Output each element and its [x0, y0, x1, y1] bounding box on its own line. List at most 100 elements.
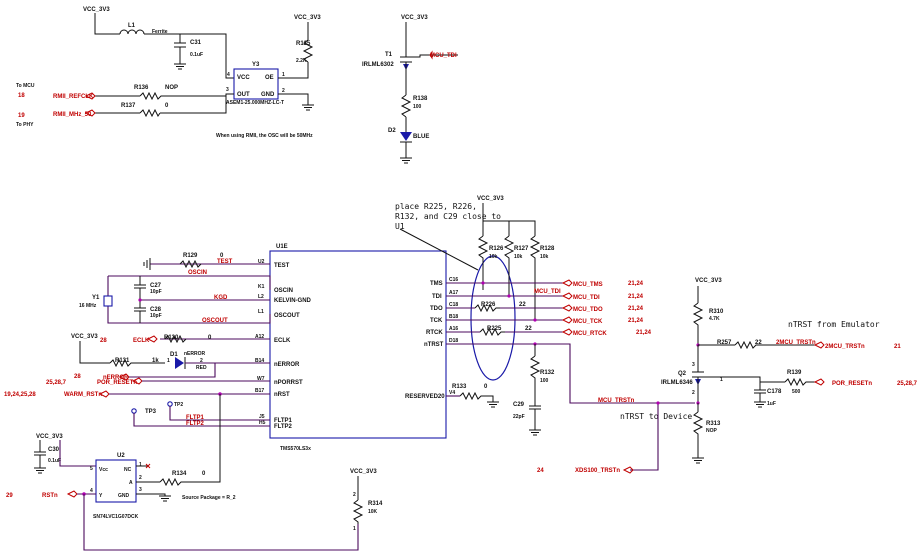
r127-ref: R127: [514, 246, 529, 252]
u1-pin-u2: U2: [258, 259, 265, 265]
c178-value: 1uF: [767, 401, 776, 407]
net-por-resetn-trst: POR_RESETn: [832, 381, 872, 387]
net-nerror: nERROR: [103, 375, 129, 381]
label-ntrst-from-emulator: nTRST from Emulator: [788, 320, 880, 329]
t1-ref: T1: [385, 52, 393, 58]
u2-pin-y: Y: [99, 493, 103, 499]
tp2-testpoint: [167, 401, 173, 407]
u1-pin-rtck: RTCK: [426, 330, 443, 336]
u1-pin-tdi: TDI: [432, 294, 442, 300]
r257-value: 22: [755, 340, 762, 346]
y3-pin2: 2: [282, 88, 285, 94]
y1-crystal: [103, 295, 113, 307]
y3-ref: Y3: [252, 62, 260, 68]
r139-value: 500: [792, 389, 801, 395]
r313-value: NOP: [706, 428, 718, 434]
r132-ref: R132: [540, 370, 555, 376]
resistor-r136: [139, 91, 165, 101]
jtag-section: place R225, R226, R132, and C29 close to…: [395, 196, 880, 436]
net-mcu-tdo: MCU_TDO: [573, 307, 603, 313]
d1-value: RED: [196, 365, 207, 371]
u1-pin-b14: B14: [255, 358, 264, 364]
u1-pin-oscout: OSCOUT: [274, 313, 300, 319]
u1-pin-kelvin: KELVIN-GND: [274, 298, 312, 304]
r137-ref: R137: [121, 103, 136, 109]
u1-pin-eclk: ECLK: [274, 338, 291, 344]
placement-note-line1: place R225, R226,: [395, 202, 477, 211]
r314-pin2: 2: [353, 492, 356, 498]
trst-section: VCC_3V3 R310 4.7K R257 22 2MCU_TRSTn 2MC…: [537, 278, 918, 474]
u1-pin-w7: W7: [257, 376, 265, 382]
ref-tdi: 21,24: [628, 294, 644, 300]
u1-pin-b17: B17: [255, 388, 264, 394]
y3-pin1: 1: [282, 72, 285, 78]
u1-pin-l1: L1: [258, 309, 264, 315]
vcc-label-t1: VCC_3V3: [401, 15, 428, 21]
u1-pin-nerror: nERROR: [274, 362, 300, 368]
to-mcu-label: To MCU: [16, 83, 35, 89]
q2-ref: Q2: [678, 371, 687, 377]
tp2-ref: TP2: [174, 402, 183, 408]
r310-value: 4.7K: [709, 316, 720, 322]
ref-porrst: 25,28,7: [46, 380, 67, 386]
net-oscin: OSCIN: [188, 270, 207, 276]
c29-value: 22pF: [513, 414, 525, 420]
ref-18: 18: [18, 93, 25, 99]
u2-body: [95, 459, 137, 503]
net-warm-rstn: WARM_RSTn: [64, 392, 102, 398]
net-mcu-tdi-led: MCU_TDI: [430, 53, 457, 59]
oscillator-section: VCC_3V3 L1 Ferrite C31 0.1uF 4 Y3 VCC OE…: [16, 7, 321, 139]
r134-value: 0: [202, 471, 206, 477]
d2-ref: D2: [388, 128, 396, 134]
r129-value: 0: [220, 253, 224, 259]
net-fltp2: FLTP2: [186, 421, 205, 427]
placement-highlight-ellipse: [470, 255, 516, 381]
r225-ref: R225: [487, 326, 502, 332]
vcc-label-c30: VCC_3V3: [36, 434, 63, 440]
u1-pin-j5: J5: [259, 414, 265, 420]
r128-value: 10k: [540, 254, 549, 260]
r226-ref: R226: [481, 302, 496, 308]
ref-21: 21: [894, 344, 901, 350]
r310-ref: R310: [709, 309, 724, 315]
ref-rtck: 21,24: [636, 330, 652, 336]
r133-value: 0: [484, 384, 488, 390]
u2-p4: 4: [90, 488, 93, 494]
c27-value: 10pF: [150, 289, 162, 295]
ref-19: 19: [18, 113, 25, 119]
vcc-label-r310: VCC_3V3: [695, 278, 722, 284]
ref-warm: 19,24,25,28: [4, 392, 36, 398]
net-rstn: RSTn: [42, 493, 58, 499]
r313-ref: R313: [706, 421, 721, 427]
q2-pin2: 2: [692, 390, 695, 396]
ref-tms: 21,24: [628, 281, 644, 287]
l1-ref: L1: [128, 23, 136, 29]
y3-part: ASEM1-25.000MHZ-LC-T: [226, 100, 284, 106]
u1-pin-c16: C16: [449, 277, 458, 283]
r138-ref: R138: [413, 96, 428, 102]
c28-ref: C28: [150, 307, 162, 313]
u1-pin-a17: A17: [449, 290, 458, 296]
u1-pin-d18: D18: [449, 338, 458, 344]
u1-pin-tck: TCK: [430, 318, 443, 324]
y3-gnd-pin: GND: [261, 92, 275, 98]
inductor-l1: [119, 29, 145, 35]
u1-ref: U1E: [276, 244, 288, 250]
r136-ref: R136: [134, 85, 149, 91]
u1-part: TMS570LS3x: [280, 446, 311, 452]
q2-pin3: 3: [692, 362, 695, 368]
r129-ref: R129: [183, 253, 198, 259]
vcc-label-r135: VCC_3V3: [294, 15, 321, 21]
u1-pin-a16: A16: [449, 326, 458, 332]
r126-value: 10k: [489, 254, 498, 260]
source-package-note: Source Package = R_2: [182, 495, 236, 501]
u2-ref: U2: [117, 453, 125, 459]
r139-ref: R139: [787, 370, 802, 376]
u2-p2: 2: [139, 475, 142, 481]
d2-value: BLUE: [413, 134, 429, 140]
net-mcu-tdi-inline: MCU_TDI: [534, 289, 561, 295]
ref-tdo: 21,24: [628, 306, 644, 312]
u1-pin-b18: B18: [449, 314, 458, 320]
r225-value: 22: [525, 326, 532, 332]
net-por-resetn: POR_RESETn: [97, 380, 137, 386]
